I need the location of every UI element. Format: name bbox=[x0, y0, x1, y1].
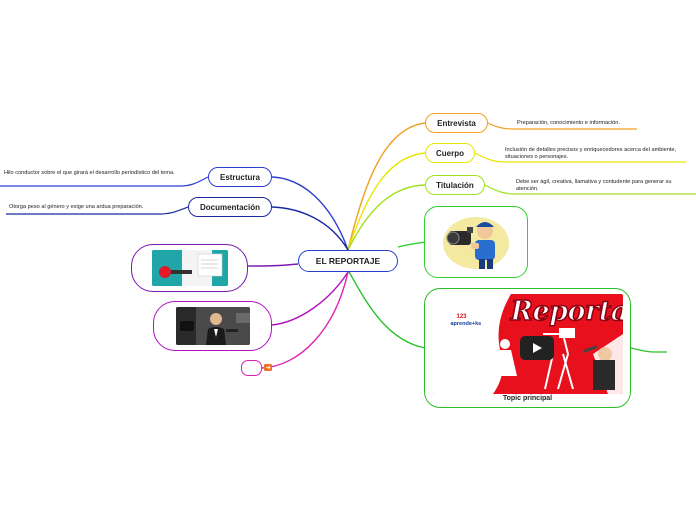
video-thumbnail-art bbox=[432, 294, 623, 394]
video-node[interactable]: Reportaje 123 aprende+ks Topic principal bbox=[424, 288, 631, 408]
topic-estructura[interactable]: Estructura bbox=[208, 167, 272, 187]
link-icon[interactable] bbox=[264, 364, 272, 371]
branch-empty bbox=[261, 271, 349, 369]
image-node-microphone[interactable] bbox=[131, 244, 248, 292]
topic-documentacion[interactable]: Documentación bbox=[188, 197, 272, 217]
video-logo-top: 123 bbox=[456, 314, 467, 320]
play-button[interactable] bbox=[519, 336, 554, 360]
branch-image-left-1 bbox=[247, 263, 299, 267]
cameraman-image bbox=[443, 217, 509, 269]
note-documentacion: Otorga peso al género y exige una ardua … bbox=[9, 204, 144, 210]
branch-estructura bbox=[271, 176, 349, 251]
branch-image-right bbox=[397, 241, 426, 248]
note-entrevista: Preparación, conocimiento e información. bbox=[517, 120, 620, 126]
topic-empty[interactable] bbox=[241, 360, 262, 376]
note-titulacion: Debe ser ágil, creativa, llamativa y con… bbox=[516, 179, 672, 192]
branch-cuerpo bbox=[347, 152, 426, 251]
microphone-image-art bbox=[151, 250, 228, 286]
video-logo-bottom: aprende+ks bbox=[450, 321, 482, 327]
image-node-cameraman[interactable] bbox=[424, 206, 528, 278]
topic-titulacion-label: Titulación bbox=[436, 180, 474, 190]
underline-documentacion bbox=[6, 206, 189, 215]
branch-image-left-2 bbox=[271, 271, 349, 326]
topic-titulacion[interactable]: Titulación bbox=[425, 175, 485, 195]
reporter-image-art bbox=[175, 307, 250, 345]
underline-video bbox=[630, 347, 667, 353]
video-caption: Topic principal bbox=[502, 395, 553, 402]
reporter-image bbox=[175, 307, 250, 345]
topic-cuerpo-label: Cuerpo bbox=[436, 148, 464, 158]
note-estructura: Hilo conductor sobre el que girará el de… bbox=[4, 170, 175, 176]
play-icon bbox=[532, 343, 542, 353]
microphone-image bbox=[151, 250, 228, 286]
branch-documentacion bbox=[271, 206, 349, 251]
topic-entrevista-label: Entrevista bbox=[437, 118, 476, 128]
central-topic-label: EL REPORTAJE bbox=[315, 256, 381, 266]
underline-estructura bbox=[0, 176, 209, 187]
branch-entrevista bbox=[347, 122, 426, 251]
branch-video bbox=[347, 269, 426, 349]
video-title: Reportaje bbox=[510, 295, 623, 328]
central-topic[interactable]: EL REPORTAJE bbox=[298, 250, 398, 272]
link-icon-glyph bbox=[266, 365, 271, 370]
underline-cuerpo bbox=[474, 152, 686, 163]
note-cuerpo: Inclusión de detalles precisos y enrique… bbox=[505, 147, 677, 160]
video-thumbnail[interactable]: Reportaje 123 aprende+ks bbox=[432, 294, 623, 394]
branch-titulacion bbox=[347, 184, 426, 251]
topic-entrevista[interactable]: Entrevista bbox=[425, 113, 488, 133]
topic-cuerpo[interactable]: Cuerpo bbox=[425, 143, 475, 163]
topic-estructura-label: Estructura bbox=[219, 172, 260, 182]
underline-titulacion bbox=[484, 184, 696, 195]
underline-entrevista bbox=[487, 122, 637, 130]
image-node-reporter[interactable] bbox=[153, 301, 272, 351]
topic-documentacion-label: Documentación bbox=[199, 202, 260, 212]
